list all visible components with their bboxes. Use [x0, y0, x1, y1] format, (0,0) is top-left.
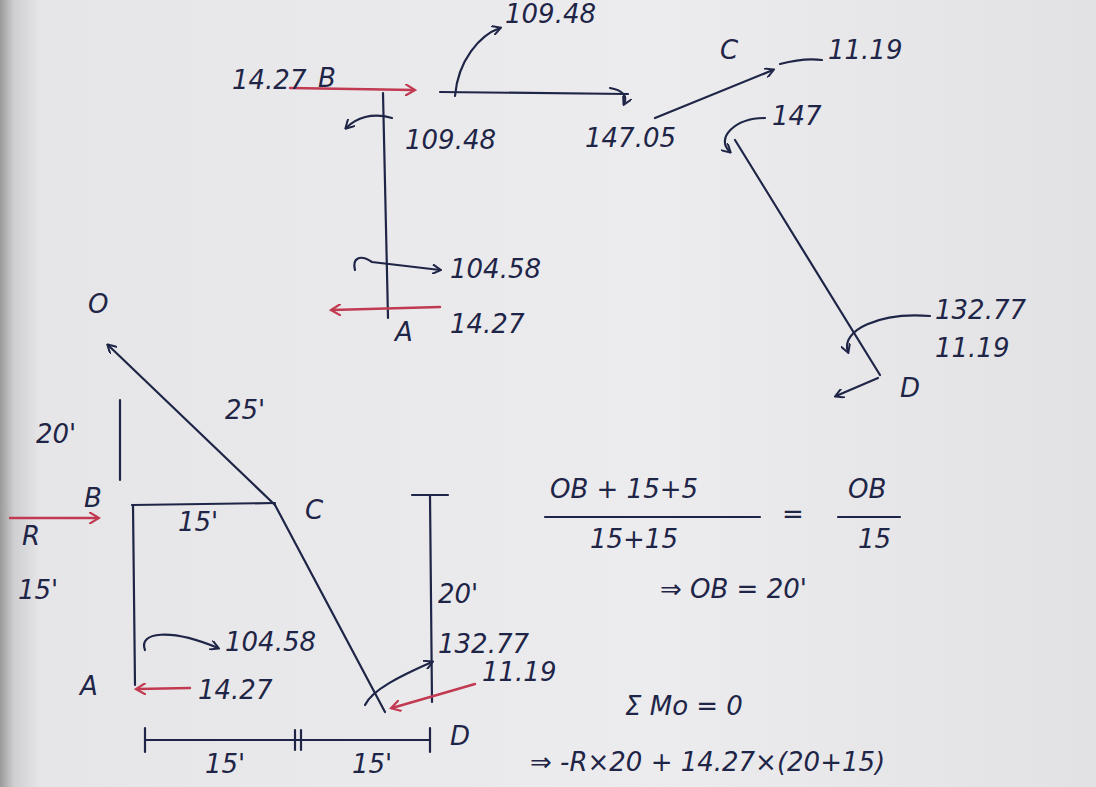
- dimension-line: [119, 400, 121, 480]
- joint-letter: A: [80, 672, 98, 701]
- dimension-label: 20': [438, 580, 478, 609]
- equation-text: 15: [858, 525, 891, 554]
- reaction-arrow: [332, 307, 440, 310]
- moment-value: 132.77: [935, 296, 1026, 325]
- column-ab: [383, 93, 388, 318]
- moment-value: 132.77: [438, 630, 529, 659]
- force-arrow: [836, 378, 878, 396]
- dimension-label: 20': [36, 420, 76, 449]
- force-value: 11.19: [828, 36, 902, 65]
- moment-value: 109.48: [405, 126, 496, 155]
- fraction-bar: [838, 516, 900, 518]
- reaction-arrow: [392, 684, 475, 708]
- dimension-tick: [300, 730, 302, 750]
- moment-arrow: [847, 315, 930, 352]
- dimension-label: 15': [178, 508, 218, 537]
- force-value: 14.27: [198, 676, 272, 705]
- moment-arrow: [455, 28, 500, 96]
- dimension-label: 15': [352, 750, 392, 779]
- point-letter: O: [88, 290, 108, 319]
- equation-text: OB: [848, 475, 886, 504]
- joint-letter: A: [395, 318, 413, 347]
- dimension-tick: [144, 728, 146, 752]
- joint-letter: B: [84, 484, 102, 513]
- member-cd: [735, 140, 880, 375]
- dimension-label: 25': [225, 396, 265, 425]
- reaction-arrow: [290, 88, 414, 90]
- column-ab: [133, 505, 135, 685]
- dimension-label: 15': [205, 750, 245, 779]
- joint-letter: D: [900, 374, 920, 403]
- dimension-tick: [294, 730, 296, 750]
- dimension-line: [430, 495, 432, 702]
- force-value: 14.27: [232, 66, 306, 95]
- force-value: 11.19: [935, 334, 1009, 363]
- equation-text: =: [782, 500, 804, 529]
- dimension-tick: [429, 728, 431, 752]
- force-value: 11.19: [482, 658, 556, 687]
- moment-value: 109.48: [505, 0, 596, 29]
- fraction-bar: [545, 516, 760, 518]
- load-letter: R: [22, 522, 40, 551]
- member-cd: [275, 505, 385, 712]
- moment-arrow: [354, 258, 440, 270]
- dimension-tick: [412, 494, 448, 496]
- moment-value: 147.05: [585, 124, 676, 153]
- extension-line: [108, 345, 275, 505]
- dimension-label: 15': [18, 576, 58, 605]
- force-arrow: [655, 70, 773, 118]
- moment-value: 147: [772, 102, 822, 131]
- leader: [780, 59, 822, 64]
- joint-letter: D: [450, 722, 470, 751]
- reaction-arrow: [137, 688, 190, 689]
- dimension-line: [145, 739, 430, 741]
- moment-arrow: [725, 118, 765, 152]
- load-arrow: [10, 517, 98, 519]
- equation-text: Σ Mo = 0: [625, 692, 743, 721]
- joint-letter: B: [318, 64, 336, 93]
- equation-text: ⇒ -R×20 + 14.27×(20+15): [530, 748, 885, 777]
- moment-arrow: [346, 116, 392, 128]
- beam-bc: [132, 503, 275, 505]
- equation-text: 15+15: [590, 525, 678, 554]
- equation-text: OB + 15+5: [550, 475, 698, 504]
- beam-bc: [440, 92, 628, 94]
- joint-letter: C: [720, 36, 738, 65]
- moment-value: 104.58: [450, 255, 541, 284]
- moment-value: 104.58: [225, 628, 316, 657]
- joint-letter: C: [305, 496, 323, 525]
- moment-arrow: [610, 88, 625, 104]
- force-value: 14.27: [450, 310, 524, 339]
- moment-arrow: [144, 635, 218, 650]
- equation-text: ⇒ OB = 20': [660, 575, 807, 604]
